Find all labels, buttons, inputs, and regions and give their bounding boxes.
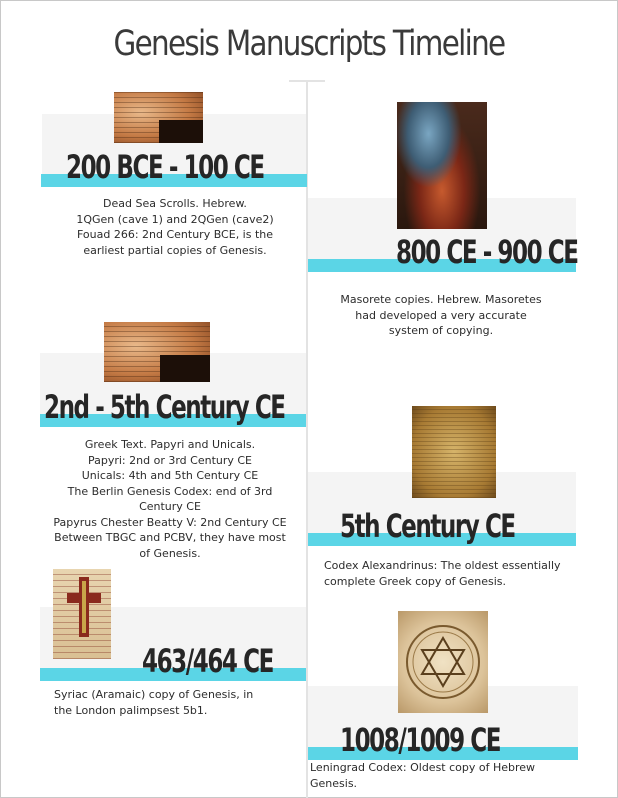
page-title: Genesis Manuscripts Timeline [113,24,507,64]
timeline-cap [289,80,325,82]
entry-date: 2nd - 5th Century CE [44,388,286,426]
leningrad-codex-image [398,611,488,713]
entry-description: Dead Sea Scrolls. Hebrew. 1QGen (cave 1)… [76,197,274,257]
codex-alexandrinus-image [412,406,496,498]
entry-description: Syriac (Aramaic) copy of Genesis, in the… [54,688,254,717]
papyrus-fragment-image [104,322,210,382]
entry-accent-bar [308,259,576,272]
entry-date: 463/464 CE [142,642,274,680]
masorete-scribes-image [397,102,487,229]
entry-date: 1008/1009 CE [340,721,501,759]
entry-description: Greek Text. Papyri and Unicals. Papyri: … [53,438,287,560]
entry-accent-bar [308,747,578,760]
entry-description: Codex Alexandrinus: The oldest essential… [324,559,561,588]
dead-sea-scroll-image [114,92,203,143]
timeline-line [306,82,308,798]
entry-description: Leningrad Codex: Oldest copy of Hebrew G… [310,761,536,790]
entry-date: 800 CE - 900 CE [396,233,579,271]
entry-accent-bar [41,174,307,187]
entry-accent-bar [40,668,306,681]
entry-accent-bar [40,414,306,427]
syriac-manuscript-image [53,569,111,659]
entry-accent-bar [308,533,576,546]
entry-date: 5th Century CE [340,507,516,545]
entry-date: 200 BCE - 100 CE [66,148,265,186]
entry-description: Masorete copies. Hebrew. Masoretes had d… [340,293,542,337]
